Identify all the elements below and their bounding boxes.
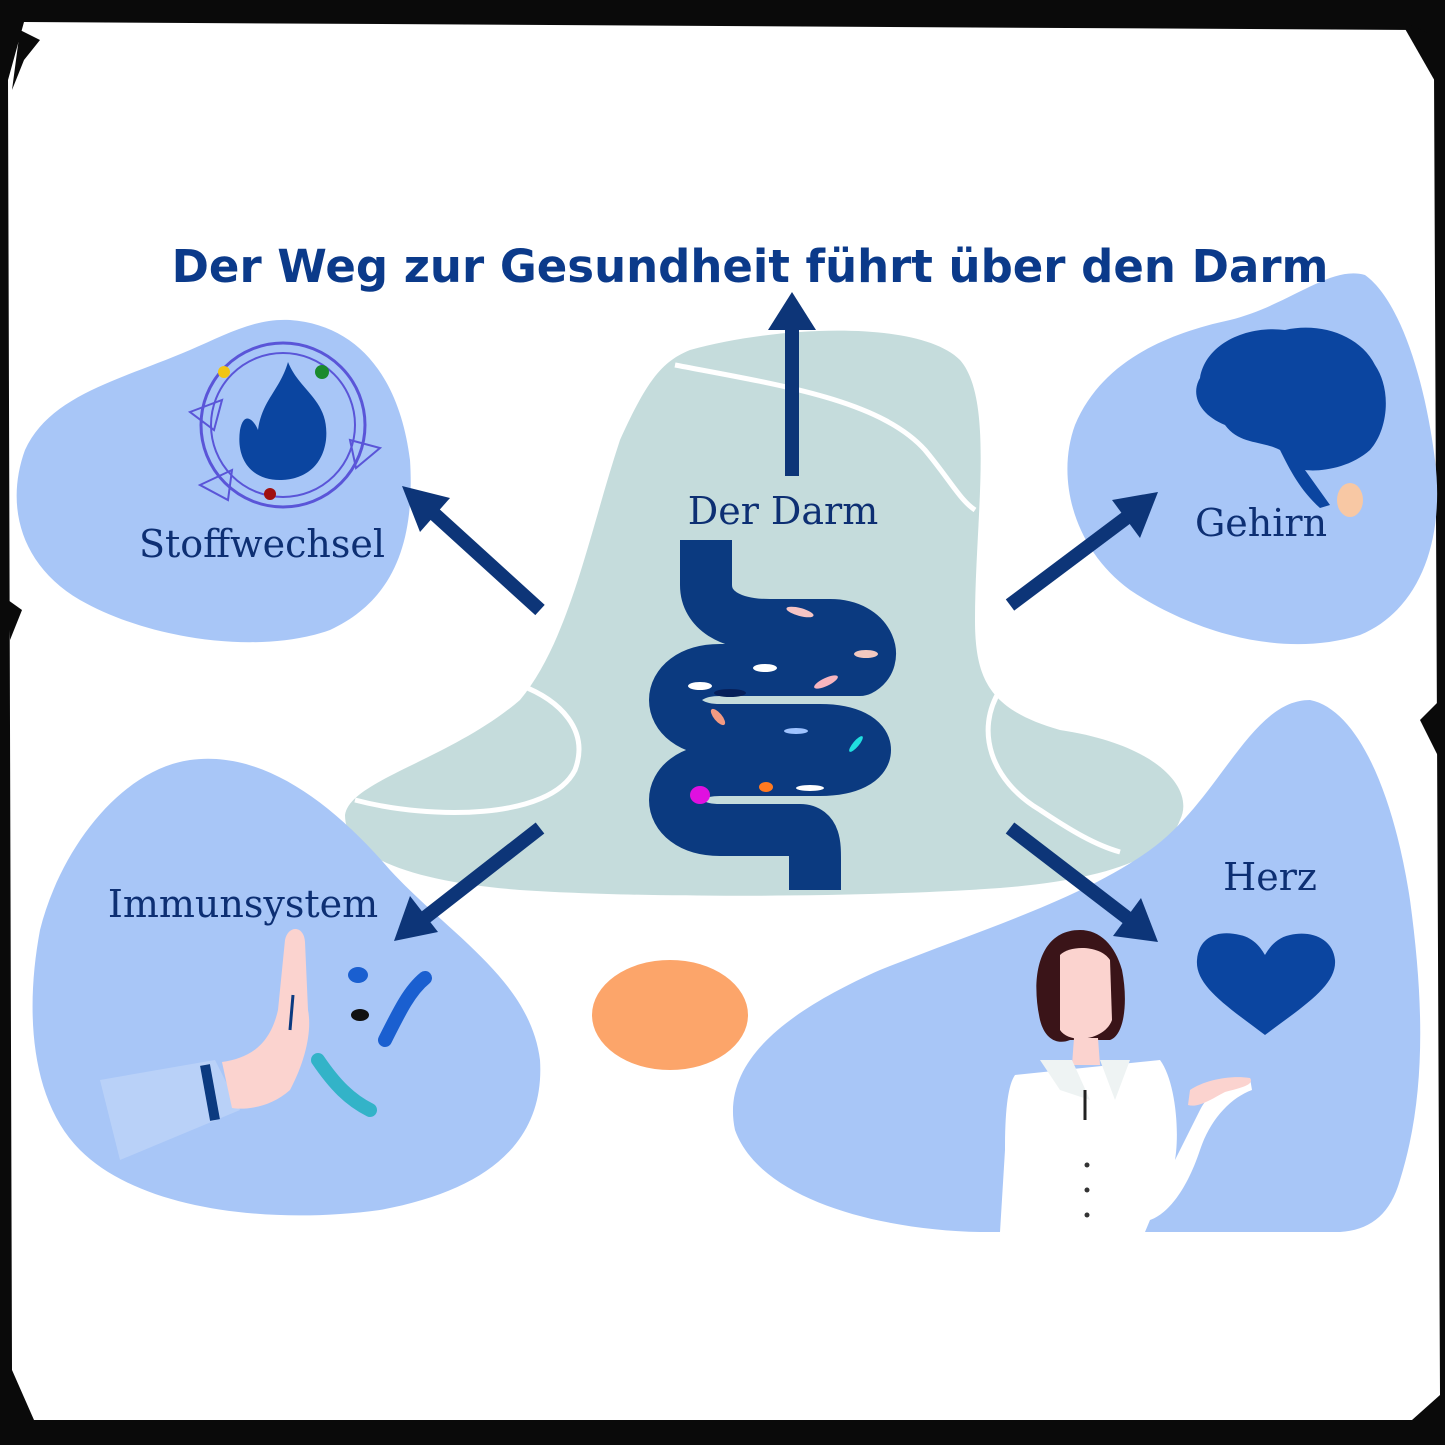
brain-icon (1196, 327, 1386, 508)
arrow-to-heart (1005, 822, 1158, 942)
center-blob-line-right (985, 688, 1121, 855)
page-title: Der Weg zur Gesundheit führt über den Da… (172, 240, 1329, 293)
immune-label: Immunsystem (108, 882, 378, 926)
peach-dot (1337, 483, 1363, 517)
center-blob-line-left (354, 682, 582, 815)
heart-icon (1196, 933, 1336, 1035)
center-blob-line-top (674, 362, 977, 513)
heart-label: Herz (1223, 855, 1317, 899)
brain-label: Gehirn (1195, 501, 1327, 545)
brain-blob (1067, 273, 1438, 645)
arrow-to-metabolism (402, 486, 545, 616)
arrow-to-immune (394, 822, 545, 941)
metabolism-blob (16, 319, 411, 643)
intestine-icon (649, 540, 896, 890)
arrows (394, 292, 1158, 942)
flame-orbit-icon (187, 341, 383, 509)
stop-hand-bacteria-icon (100, 928, 432, 1160)
arrow-to-brain (1005, 492, 1158, 611)
arrow-up (768, 292, 816, 476)
doctor-illustration (1000, 930, 1252, 1232)
orange-blob (592, 960, 748, 1070)
metabolism-label: Stoffwechsel (139, 522, 385, 566)
center-label: Der Darm (688, 489, 879, 533)
